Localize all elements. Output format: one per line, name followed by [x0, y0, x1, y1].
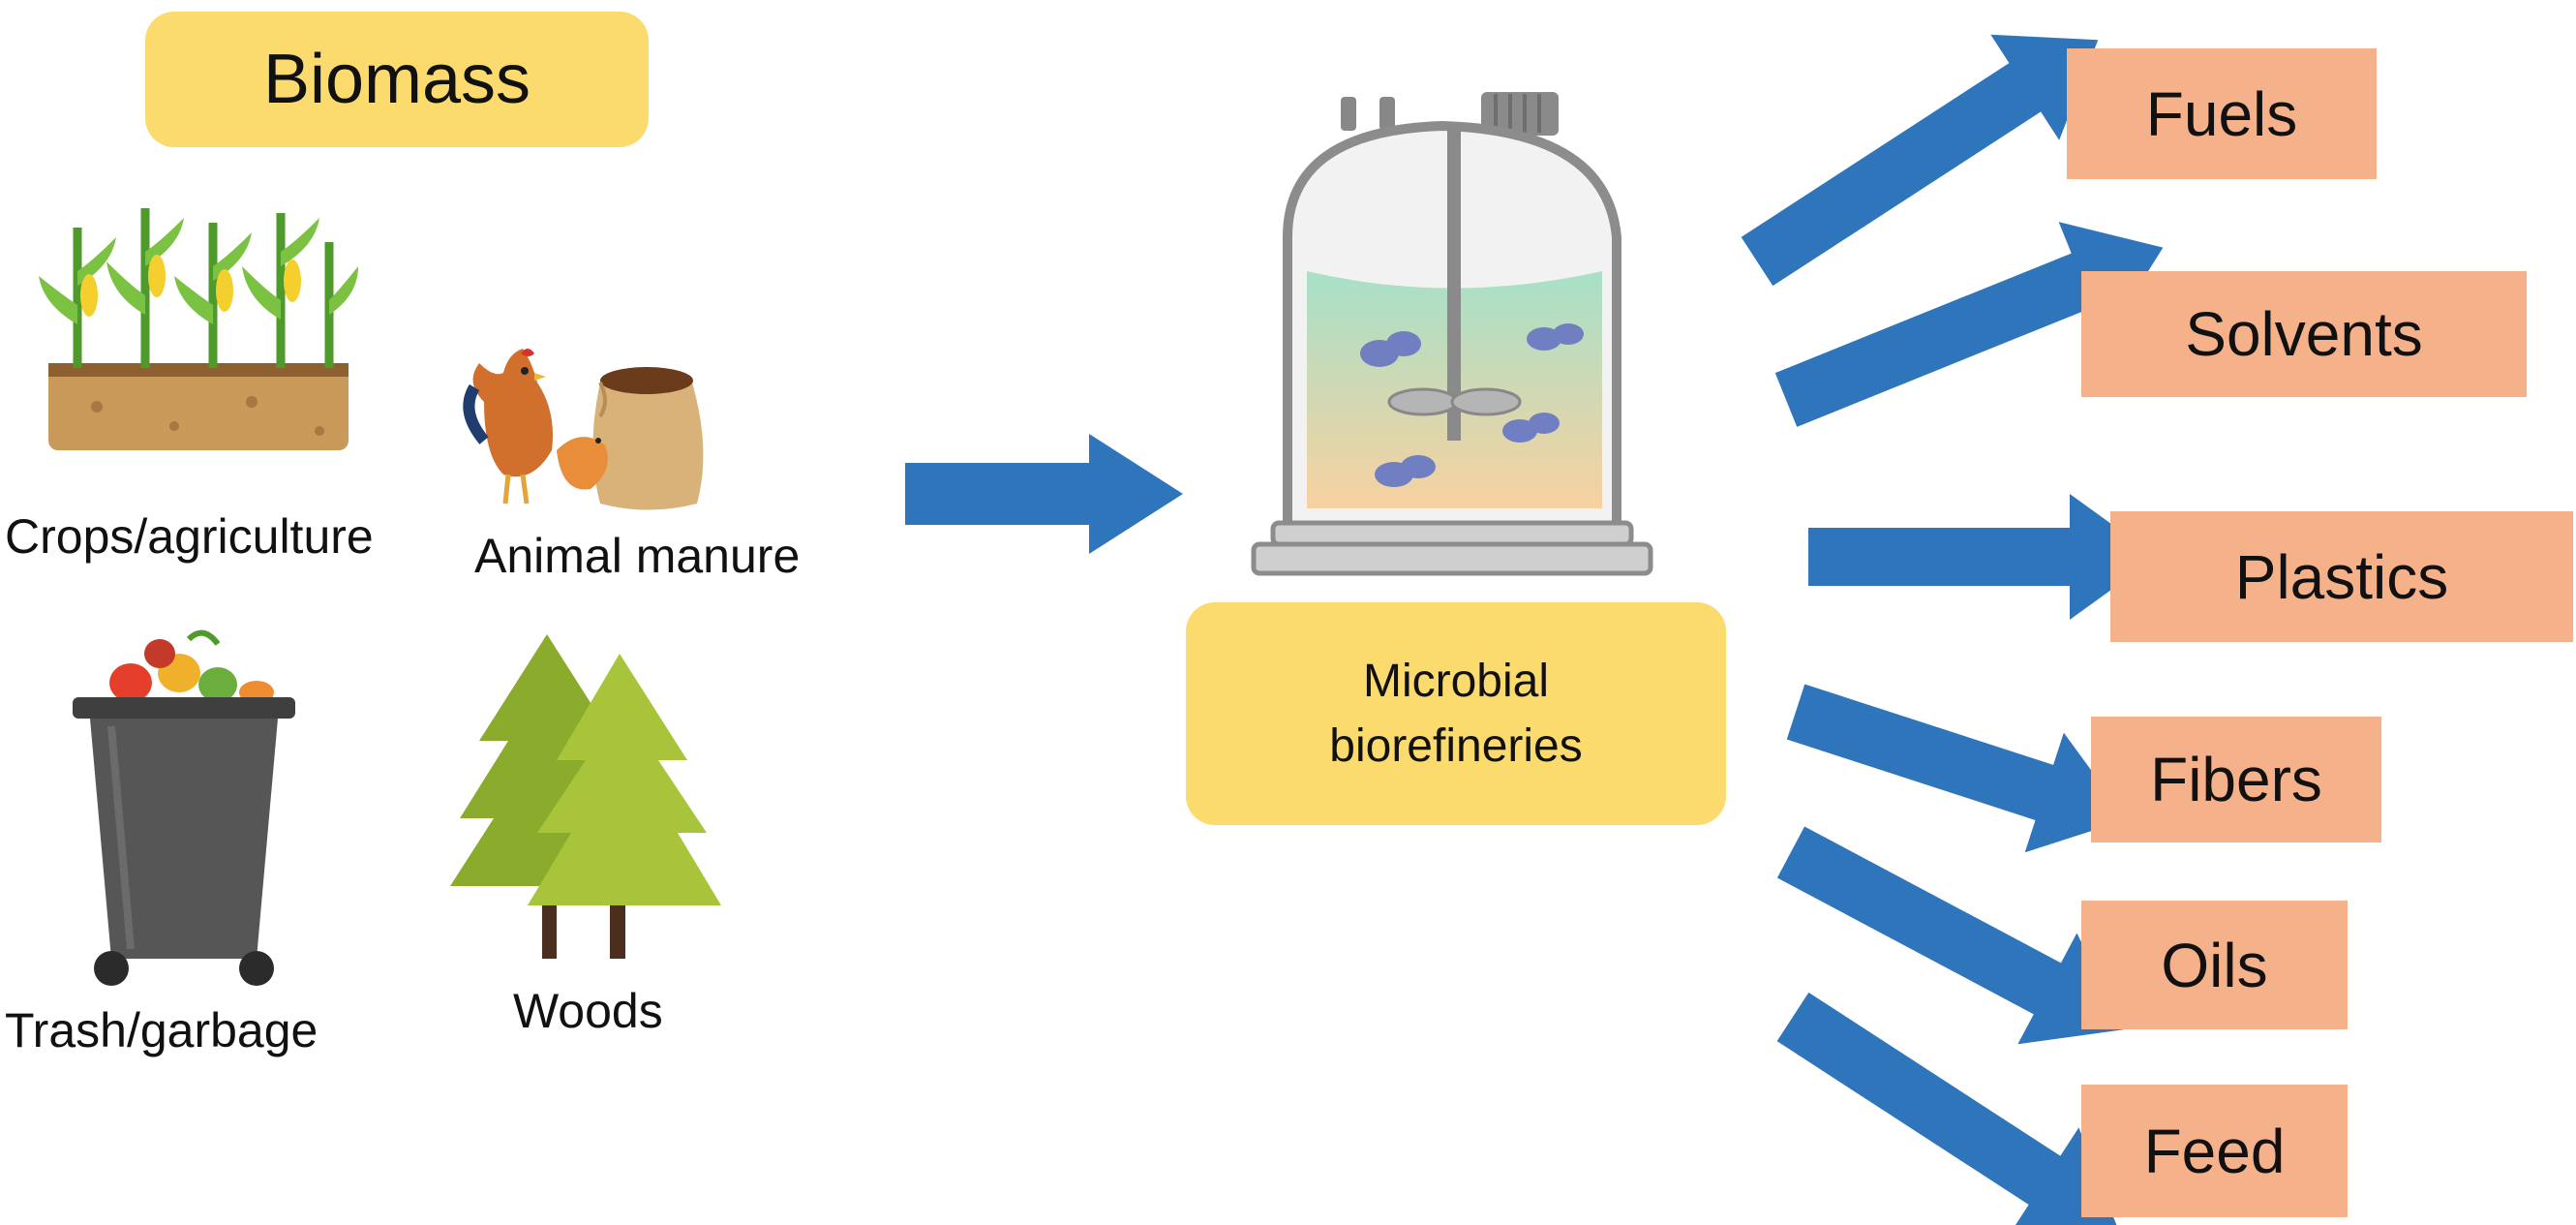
product-label-plastics: Plastics — [2234, 541, 2449, 612]
product-label-feed: Feed — [2143, 1116, 2286, 1186]
biorefineries-box: Microbial biorefineries — [1186, 602, 1726, 825]
arrow-to-solvents — [1774, 222, 2164, 427]
arrow-to-fibers — [1786, 684, 2128, 853]
product-box-fuels: Fuels — [2067, 48, 2377, 179]
product-box-feed: Feed — [2081, 1085, 2348, 1217]
trash-label: Trash/garbage — [5, 1003, 318, 1057]
product-box-plastics: Plastics — [2110, 511, 2573, 642]
arrow-to-feed — [1776, 992, 2118, 1225]
pine-trees-icon — [450, 634, 721, 959]
arrow-to-fuels — [1741, 34, 2099, 287]
product-label-fibers: Fibers — [2150, 745, 2322, 814]
woods-label: Woods — [513, 984, 663, 1038]
product-label-fuels: Fuels — [2145, 78, 2298, 149]
chicken-manure-sack-icon — [463, 349, 704, 510]
biorefineries-label-line2: biorefineries — [1329, 720, 1583, 772]
product-label-oils: Oils — [2161, 930, 2268, 1000]
animal-manure-label: Animal manure — [474, 529, 801, 583]
product-label-solvents: Solvents — [2185, 299, 2423, 369]
bioreactor-icon — [1251, 92, 1653, 576]
product-box-oils: Oils — [2081, 901, 2348, 1029]
crops-label: Crops/agriculture — [5, 509, 374, 564]
arrow-to-plastics — [1808, 494, 2157, 620]
corn-crops-icon — [39, 208, 358, 450]
product-box-fibers: Fibers — [2091, 717, 2381, 842]
arrow-to-oils — [1776, 826, 2125, 1045]
biorefineries-label-line1: Microbial — [1362, 655, 1550, 707]
trash-bin-icon — [73, 629, 295, 986]
product-box-solvents: Solvents — [2081, 271, 2527, 397]
biomass-title-box: Biomass — [145, 12, 649, 147]
biomass-title: Biomass — [262, 41, 531, 118]
